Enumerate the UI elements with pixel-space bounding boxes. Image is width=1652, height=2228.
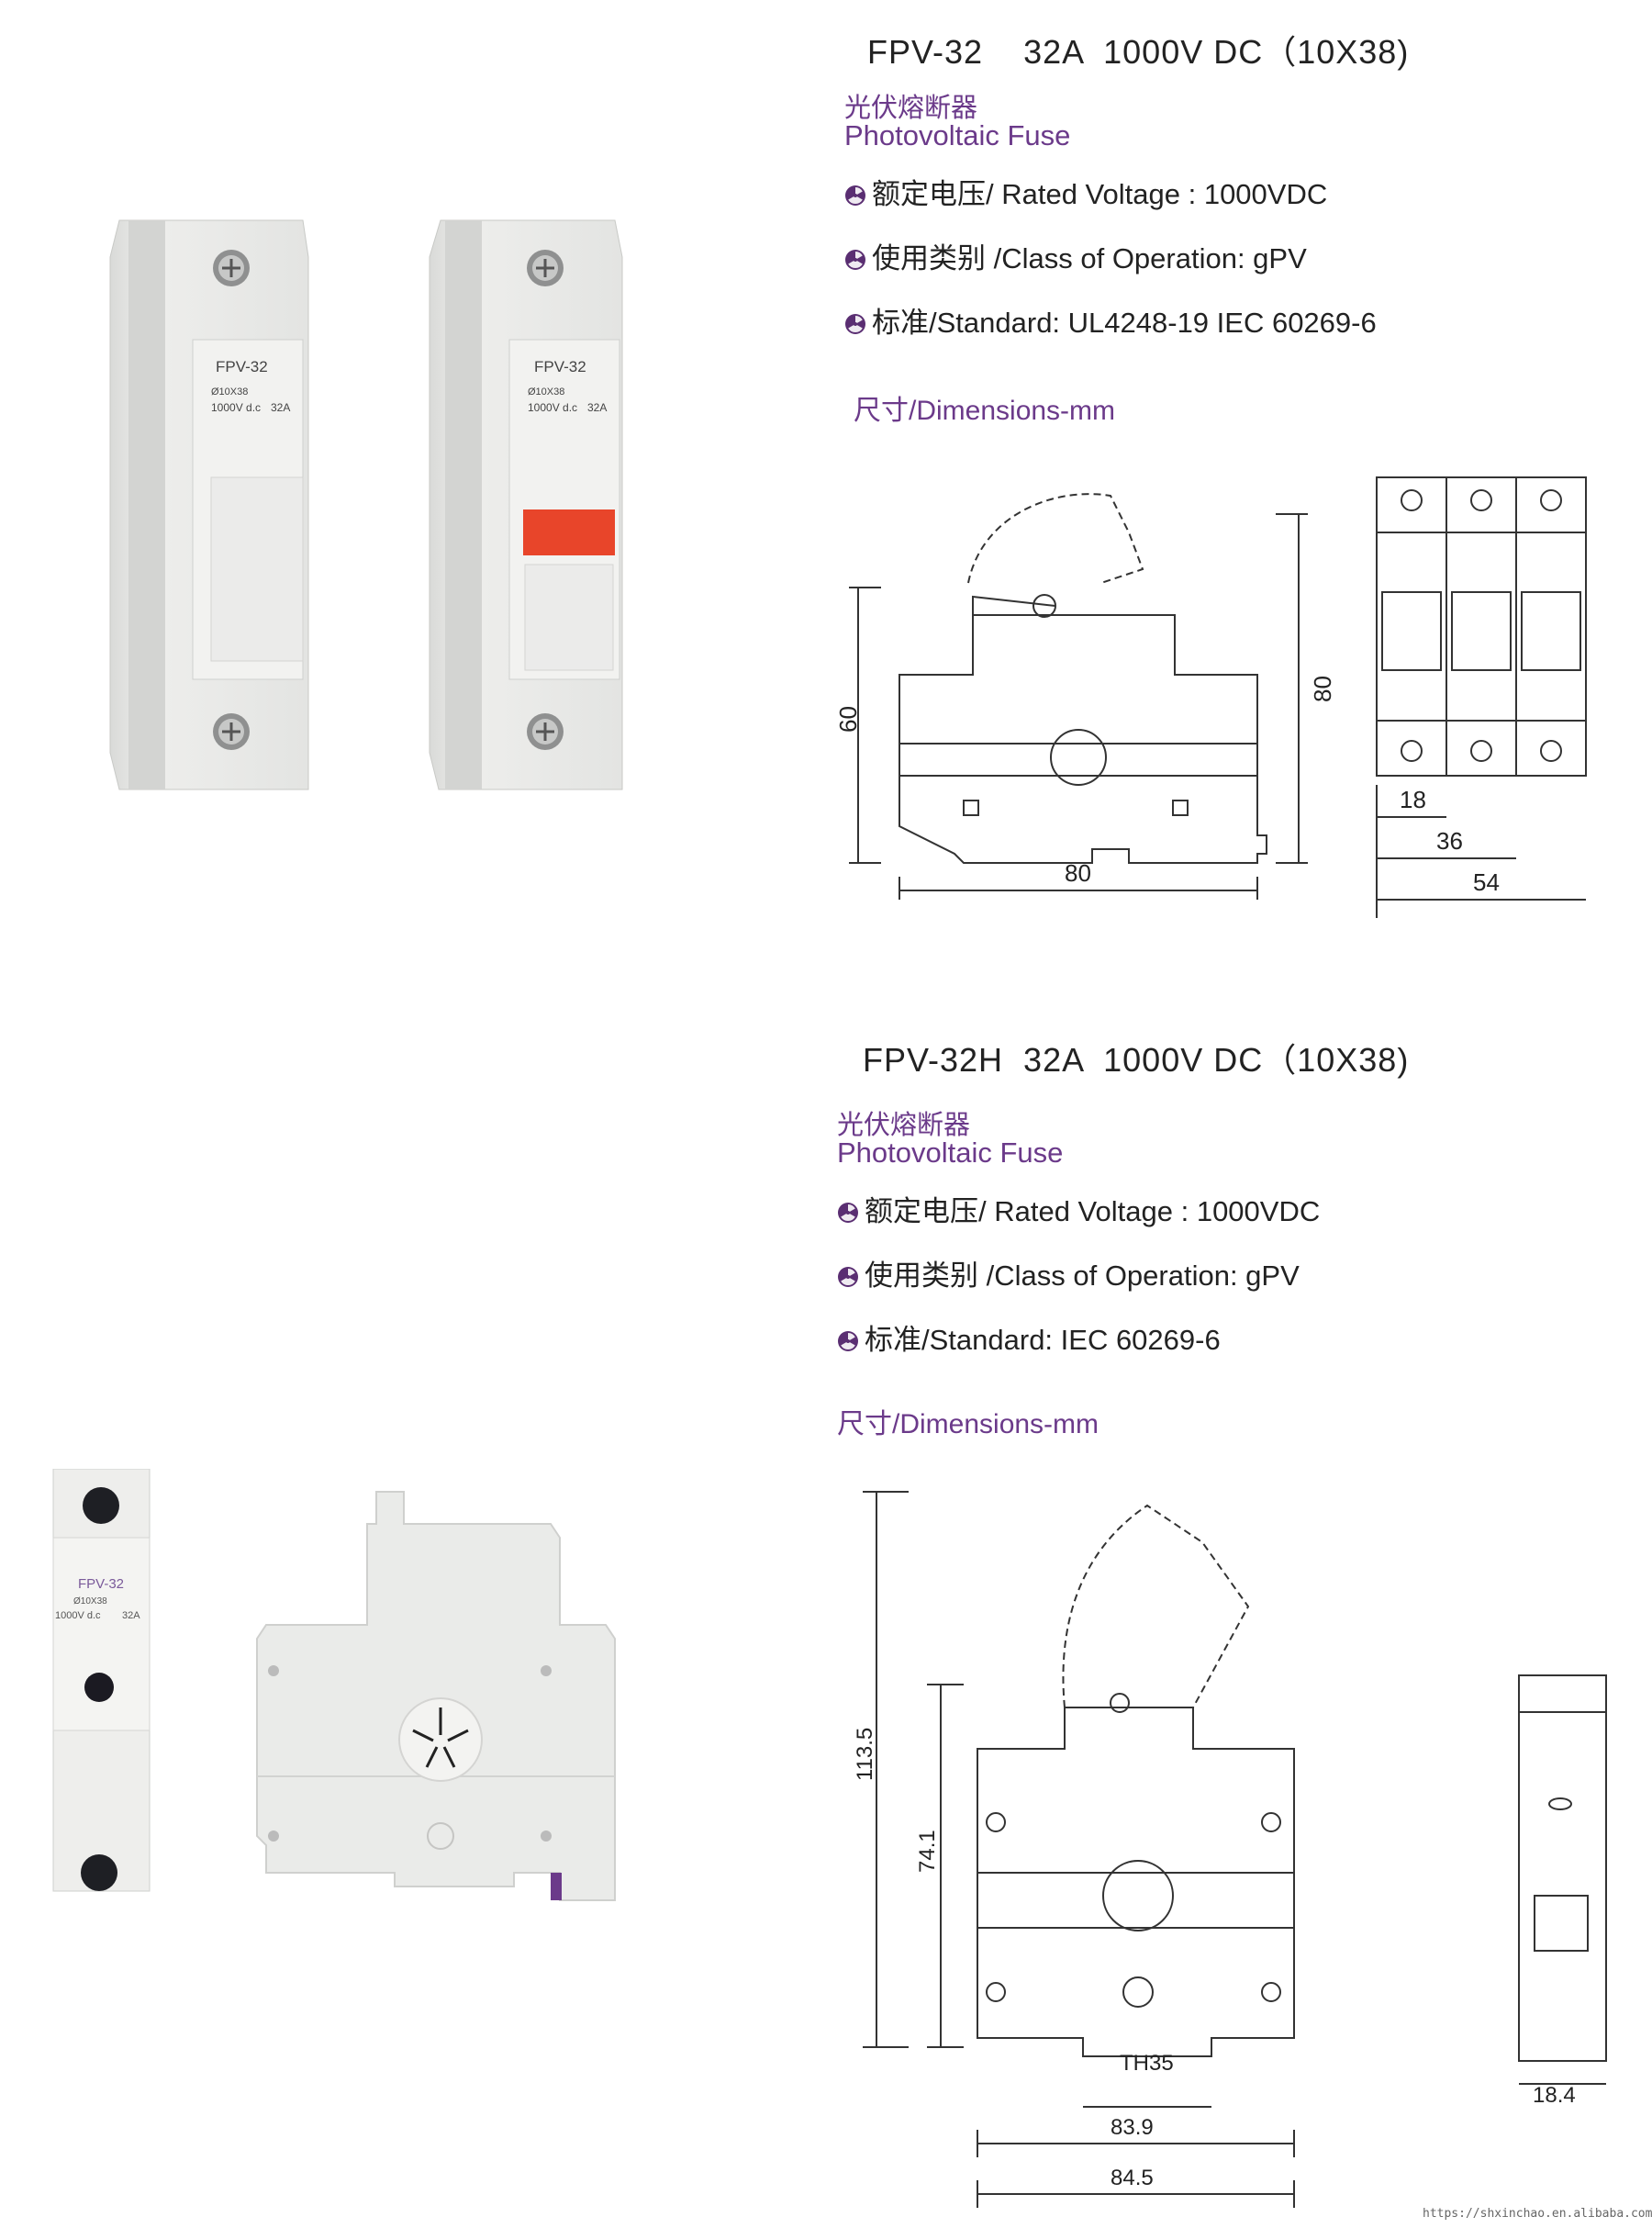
label-voltage-3: 1000V d.c [55, 1610, 101, 1621]
dim-width-18-4: 18.4 [1533, 2083, 1576, 2108]
red-indicator [523, 509, 615, 555]
section1-cn-title: 光伏熔断器 [844, 92, 978, 123]
section2-spec-class: 使用类别 /Class of Operation: gPV [837, 1252, 1300, 1293]
section2-dim-label: 尺寸/Dimensions-mm [837, 1409, 1099, 1439]
label-model: FPV-32 [216, 358, 268, 375]
dim-height-80: 80 [1309, 676, 1336, 702]
section1-dimension-drawing: 60 80 80 18 36 54 [834, 476, 1587, 918]
label-size-2: Ø10X38 [528, 386, 564, 397]
dim-width-83-9: 83.9 [1111, 2115, 1154, 2140]
label-current-2: 32A [587, 401, 607, 414]
section2-en-title: Photovoltaic Fuse [837, 1136, 1064, 1169]
dim-rail-th35: TH35 [1120, 2051, 1174, 2076]
section2-product-photo: FPV-32 Ø10X38 1000V d.c 32A [52, 1469, 616, 1901]
dim-height-74-1: 74.1 [915, 1830, 940, 1873]
radiation-icon [845, 250, 865, 270]
section1-spec-class: 使用类别 /Class of Operation: gPV [844, 235, 1307, 276]
dim-width-36: 36 [1436, 827, 1463, 855]
label-size: Ø10X38 [211, 386, 248, 397]
section2-spec-standard: 标准/Standard: IEC 60269-6 [837, 1316, 1221, 1358]
fuse-holder-indicator: FPV-32 Ø10X38 1000V d.c 32A [429, 219, 623, 790]
fuse-holder-front [256, 1491, 616, 1901]
section2-spec-voltage-text: 额定电压/ Rated Voltage : 1000VDC [865, 1195, 1321, 1227]
section2-title: FPV-32H 32A 1000V DC（10X38) [863, 1041, 1410, 1079]
section2-dimension-drawing: 113.5 74.1 TH35 83.9 84.5 18.4 [853, 1491, 1607, 2208]
label-model-2: FPV-32 [534, 358, 586, 375]
label-current: 32A [271, 401, 290, 414]
section1-en-title: Photovoltaic Fuse [844, 119, 1071, 151]
radiation-icon [838, 1203, 858, 1223]
label-voltage: 1000V d.c [211, 401, 261, 414]
section1-spec-standard: 标准/Standard: UL4248-19 IEC 60269-6 [844, 299, 1377, 341]
section2-spec-standard-text: 标准/Standard: IEC 60269-6 [865, 1324, 1221, 1356]
dim-height-60: 60 [834, 706, 862, 733]
radiation-icon [838, 1331, 858, 1351]
dim-width-80: 80 [1065, 859, 1091, 887]
section1-dim-label: 尺寸/Dimensions-mm [854, 396, 1116, 426]
fuse-holder-side: FPV-32 Ø10X38 1000V d.c 32A [52, 1469, 151, 1892]
section1-product-photo: FPV-32 Ø10X38 1000V d.c 32A FPV-32 Ø10X3… [109, 219, 623, 790]
label-voltage-2: 1000V d.c [528, 401, 577, 414]
fuse-holder-closed: FPV-32 Ø10X38 1000V d.c 32A [109, 219, 309, 790]
section1-spec-voltage-text: 额定电压/ Rated Voltage : 1000VDC [872, 178, 1328, 210]
section2-spec-voltage: 额定电压/ Rated Voltage : 1000VDC [837, 1188, 1320, 1229]
section1-title: FPV-32 32A 1000V DC（10X38) [867, 33, 1410, 71]
section1-spec-standard-text: 标准/Standard: UL4248-19 IEC 60269-6 [872, 307, 1377, 339]
section1-spec-voltage: 额定电压/ Rated Voltage : 1000VDC [844, 171, 1327, 212]
radiation-icon [838, 1267, 858, 1287]
label-current-3: 32A [122, 1610, 140, 1621]
dim-width-84-5: 84.5 [1111, 2166, 1154, 2190]
dim-height-113-5: 113.5 [853, 1728, 877, 1781]
section1-spec-class-text: 使用类别 /Class of Operation: gPV [872, 242, 1307, 274]
watermark-url: https://shxinchao.en.alibaba.com/ [1423, 2207, 1652, 2221]
radiation-icon [845, 314, 865, 334]
label-model-3: FPV-32 [78, 1576, 124, 1592]
section2-cn-title: 光伏熔断器 [837, 1109, 971, 1140]
radiation-icon [845, 185, 865, 206]
dim-width-54: 54 [1473, 868, 1500, 896]
dim-width-18: 18 [1400, 786, 1426, 813]
label-size-3: Ø10X38 [73, 1596, 107, 1607]
section2-spec-class-text: 使用类别 /Class of Operation: gPV [865, 1260, 1300, 1292]
